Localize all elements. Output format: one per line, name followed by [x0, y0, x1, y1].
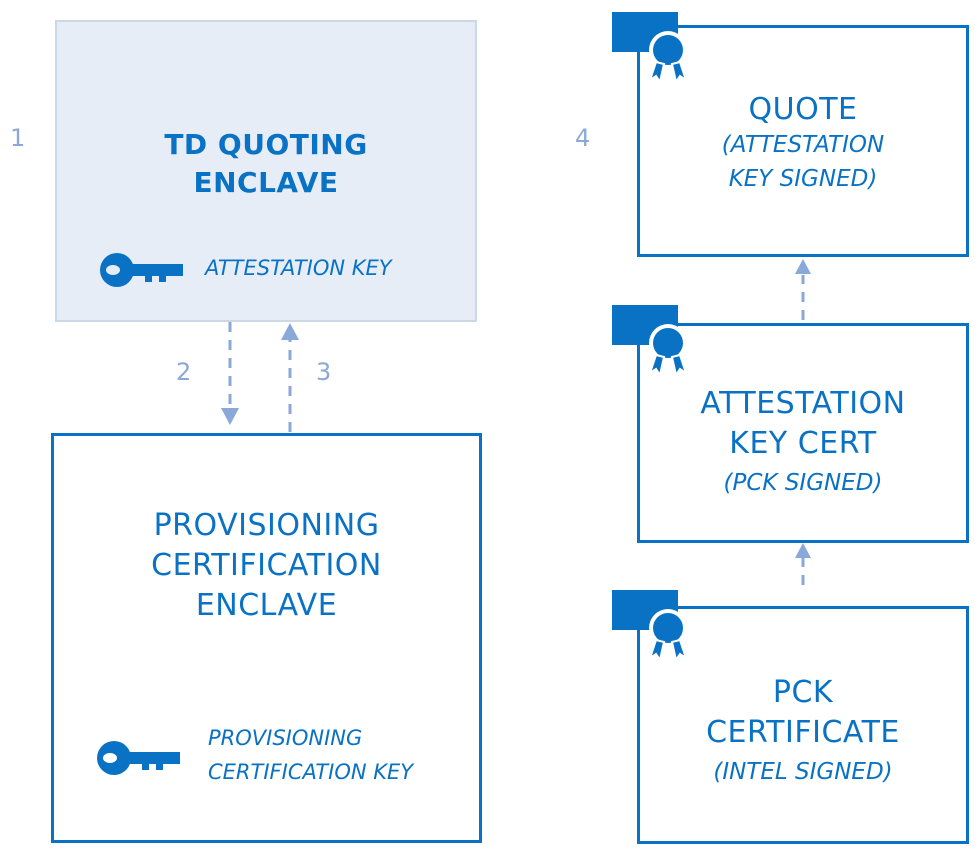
pce-key-label-line2: CERTIFICATION KEY	[208, 760, 414, 784]
step-number-2: 2	[176, 358, 192, 386]
certificate-icon	[612, 12, 688, 85]
step-number-3: 3	[316, 358, 332, 386]
pck-cert-sub: (INTEL SIGNED)	[713, 759, 893, 785]
arrow-akcert-to-quote-head	[795, 259, 811, 274]
td-quoting-enclave-box: TD QUOTING ENCLAVE ATTESTATION KEY	[55, 20, 477, 322]
pce-key-label-line1: PROVISIONING	[208, 726, 363, 750]
provisioning-certification-enclave-box: PROVISIONING CERTIFICATION ENCLAVE PROVI…	[51, 433, 482, 843]
ak-cert-sub: (PCK SIGNED)	[723, 470, 883, 496]
quote-sub-line2: KEY SIGNED)	[728, 166, 878, 192]
attestation-key-label: ATTESTATION KEY	[205, 256, 392, 280]
arrow-2-head	[221, 408, 239, 425]
td-quoting-enclave-title-line2: ENCLAVE	[193, 166, 339, 199]
pce-title-line1: PROVISIONING	[153, 508, 380, 543]
step-number-1: 1	[10, 124, 26, 152]
quote-title: QUOTE	[748, 92, 858, 127]
ak-cert-title-line2: KEY CERT	[729, 426, 877, 461]
quote-sub-line1: (ATTESTATION	[721, 132, 885, 158]
step-number-4: 4	[575, 124, 591, 152]
certificate-icon	[612, 305, 688, 378]
td-quoting-enclave-title-line1: TD QUOTING	[164, 128, 368, 161]
attestation-key-cert-box: ATTESTATION KEY CERT (PCK SIGNED)	[637, 323, 969, 543]
arrow-3-head	[281, 323, 299, 340]
pck-cert-title-line2: CERTIFICATE	[706, 715, 900, 750]
pce-title-line3: ENCLAVE	[195, 588, 338, 623]
ak-cert-title-line1: ATTESTATION	[700, 386, 906, 421]
pck-cert-title-line1: PCK	[772, 675, 834, 710]
certificate-icon	[612, 590, 688, 663]
key-icon	[100, 253, 183, 287]
quote-box: QUOTE (ATTESTATION KEY SIGNED)	[637, 25, 969, 257]
arrow-pck-to-akcert-head	[795, 543, 811, 558]
pce-title-line2: CERTIFICATION	[151, 548, 382, 583]
key-icon	[97, 741, 180, 775]
pck-certificate-box: PCK CERTIFICATE (INTEL SIGNED)	[637, 606, 969, 844]
